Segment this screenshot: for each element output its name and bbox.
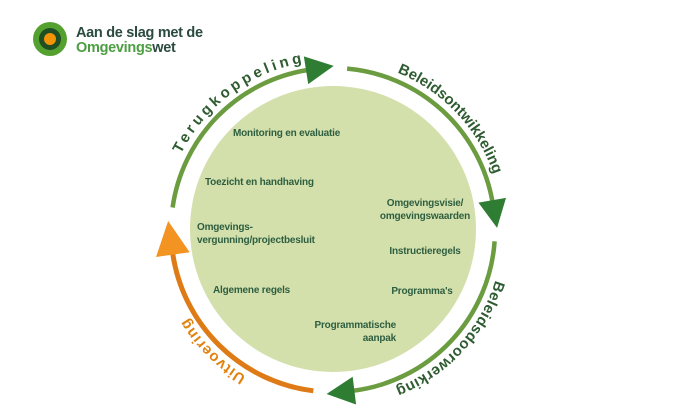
- logo-line2-green: Omgevings: [76, 40, 153, 56]
- arc-beleidsontwikkeling: [346, 66, 506, 228]
- inner-label-toezicht-en-handhaving: Toezicht en handhaving: [205, 177, 314, 188]
- arc-terugkoppeling: [170, 56, 334, 208]
- inner-label-omgevingsvergunning-projectbesluit: Omgevings- vergunning/projectbesluit: [197, 222, 315, 246]
- arc-uitvoering: [156, 220, 314, 394]
- inner-label-algemene-regels: Algemene regels: [213, 285, 291, 296]
- omgevingswet-logo: Aan de slag met de Omgevingswet: [33, 22, 203, 56]
- logo-dot-orange: [44, 33, 56, 45]
- cycle-inner-circle: [190, 86, 476, 372]
- arc-beleidsdoorwerking: [326, 241, 497, 405]
- logo-line1: Aan de slag met de: [76, 25, 203, 41]
- logo-wordmark: Aan de slag met de Omgevingswet: [76, 26, 203, 56]
- inner-label-programmatische-aanpak: Programmatische aanpak: [314, 320, 397, 344]
- logo-line2: Omgevingswet: [76, 41, 203, 56]
- inner-label-omgevingsvisie-omgevingswaarden: Omgevingsvisie/ omgevingswaarden: [379, 198, 471, 222]
- inner-label-instructieregels: Instructieregels: [389, 246, 461, 257]
- omgevingswet-logo-icon: [33, 22, 67, 56]
- inner-label-programmas: Programma's: [391, 286, 453, 297]
- logo-line2-dark: wet: [152, 40, 176, 56]
- inner-label-monitoring-en-evaluatie: Monitoring en evaluatie: [233, 128, 341, 139]
- logo-ring-dark: [39, 28, 61, 50]
